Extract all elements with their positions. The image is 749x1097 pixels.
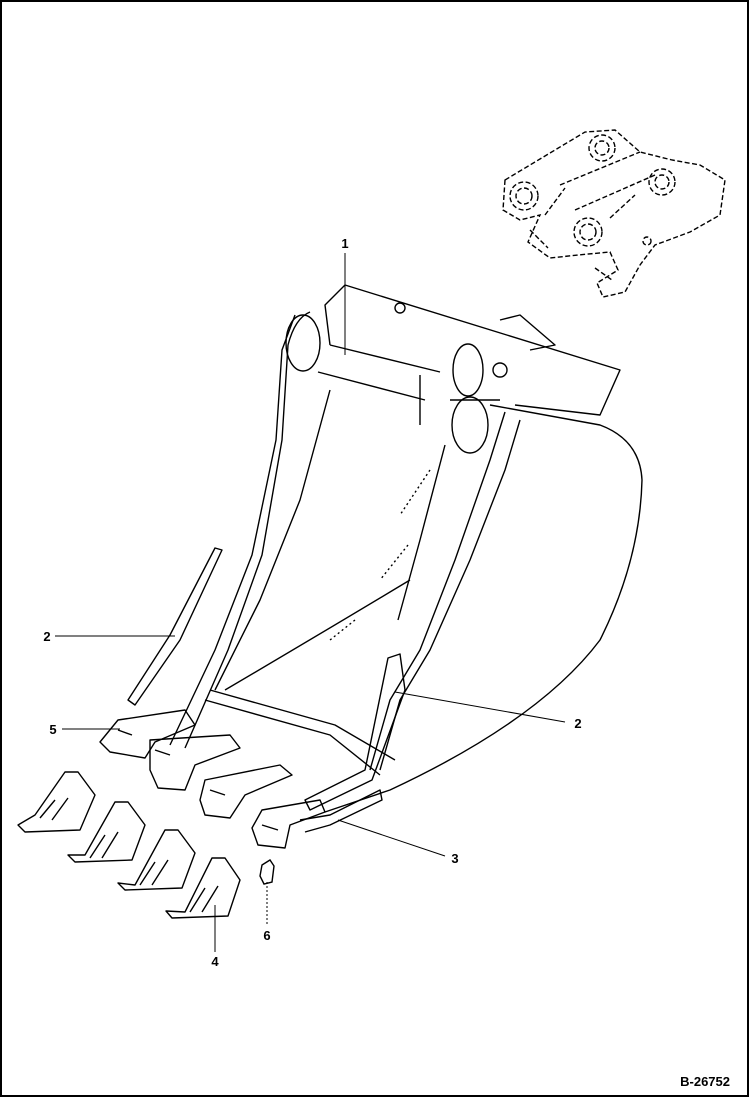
leader-3 xyxy=(337,819,446,857)
leader-lines xyxy=(55,253,566,952)
callout-2-right: 2 xyxy=(574,716,581,731)
leader-2-right xyxy=(394,691,566,723)
retaining-pin-drawing xyxy=(259,859,275,885)
document-number: B-26752 xyxy=(680,1074,730,1089)
callout-5: 5 xyxy=(49,722,56,737)
bucket-drawing xyxy=(127,284,643,833)
adapters-drawing xyxy=(99,709,326,849)
bucket-teeth-drawing xyxy=(17,771,241,919)
callout-4: 4 xyxy=(211,954,219,969)
callout-3: 3 xyxy=(451,851,458,866)
callout-2-left: 2 xyxy=(43,629,50,644)
quick-coupler-drawing xyxy=(502,129,726,298)
callout-1: 1 xyxy=(341,236,348,251)
callout-6: 6 xyxy=(263,928,270,943)
